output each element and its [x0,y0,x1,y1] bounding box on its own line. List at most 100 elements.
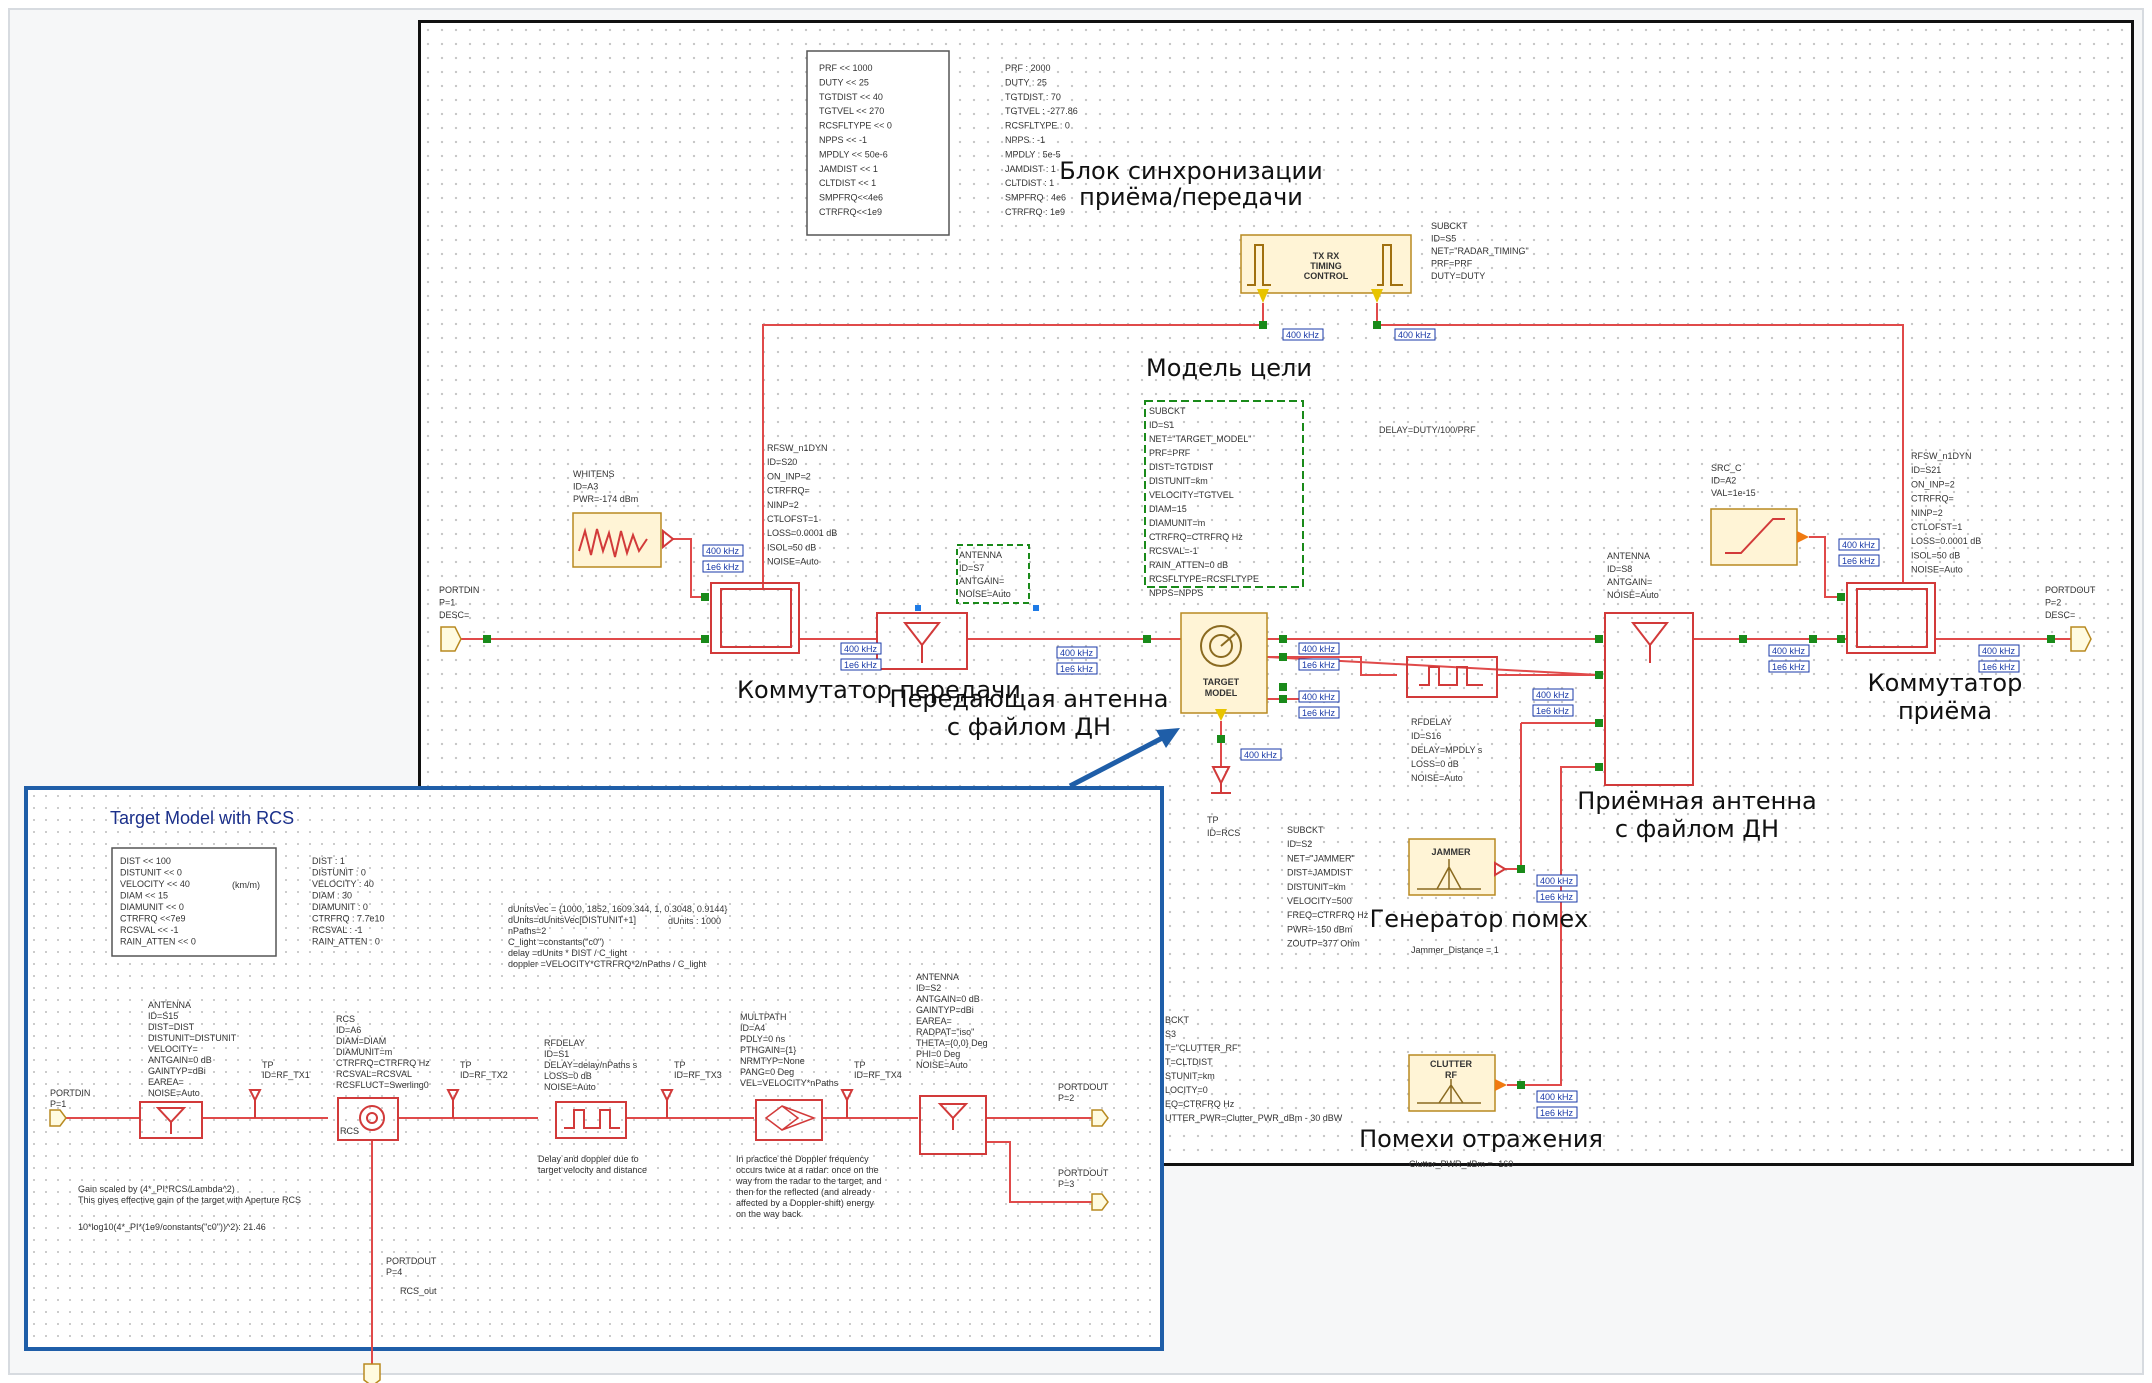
delay-equation: DELAY=DUTY/100/PRF [1379,425,1476,435]
tx-switch-label: Коммутатор передачи [737,676,1021,704]
target-subckt-param: DIAM=15 [1149,504,1187,514]
rcs-target-inner [366,1112,378,1124]
sub-portdout3-port[interactable] [1091,1193,1109,1211]
freq-tag-box [1532,688,1574,701]
sub-tp1-param: ID=RF_TX1 [262,1070,310,1080]
target-tags-b-fs: 400 kHz [1298,690,1340,703]
sub-portdin-port[interactable] [49,1109,67,1127]
rf-delay-param: NOISE=Auto [1411,773,1463,783]
timing-block-text: CONTROL [1304,271,1349,281]
jammer-block[interactable] [1408,838,1496,896]
wire-node [1279,653,1287,661]
tx-switch-block[interactable] [710,582,800,654]
pulse-icon [1247,244,1403,286]
target-model-block[interactable] [1180,612,1268,714]
sub-portdout3-param: PORTDOUT [1058,1168,1109,1178]
tx-ant-tags-fs: 400 kHz [1056,646,1098,659]
const-source-block[interactable] [1710,508,1798,566]
rx-antenna-icon [1630,622,1670,647]
rfsw-rx-param: ISOL=50 dB [1911,550,1960,560]
freq-tag-text: 1e6 kHz [1302,708,1336,718]
rf-delay-block[interactable] [1406,656,1498,698]
whitens-param: WHITENS [573,469,615,479]
sub-param-eval: RCSVAL : -1 [312,925,363,935]
rfsw-tx-param: CTLOFST=1 [767,514,818,524]
sub-antenna2-param: NOISE=Auto [916,1060,968,1070]
sub-antenna1-param: ID=S15 [148,1011,178,1021]
wire-node [1809,635,1817,643]
clutter-block[interactable] [1408,1054,1496,1112]
jammer-subckt-param: NET="JAMMER" [1287,853,1355,863]
src-tags-fs: 400 kHz [1838,538,1880,551]
sub-antenna1-block[interactable] [139,1101,203,1139]
sub-tp4-icon [840,1089,854,1118]
wire-node [1739,635,1747,643]
clutter-subckt-param: LOCITY=0 [1165,1085,1208,1095]
sub-param-eval: DIAM : 30 [312,891,352,901]
clutter-subckt-param: T=CLTDIST [1165,1057,1213,1067]
freq-tag-text: 400 kHz [1772,646,1806,656]
freq-tag-text: 400 kHz [1244,750,1278,760]
sub-multipath-param: VEL=VELOCITY*nPaths [740,1078,839,1088]
global-param: JAMDIST << 1 [819,164,878,174]
sub-rcs-block[interactable] [337,1097,399,1141]
portdin-port[interactable] [440,626,462,652]
doppler-note: way from the radar to the target, and [735,1176,882,1186]
rx-antenna-param: ANTENNA [1607,551,1650,561]
rx-ant-tags-fs: 400 kHz [1768,644,1810,657]
timing-block-text: TX RX [1313,251,1340,261]
sub-multipath-block[interactable] [755,1099,823,1141]
rx-antenna-label: Приёмная антенна [1577,787,1816,815]
sub-param-eval: DIST : 1 [312,856,345,866]
global-param: DUTY << 25 [819,77,869,87]
global-param-eval: SMPFRQ : 4e6 [1005,193,1066,203]
selection-handle [1033,605,1039,611]
sub-antenna1-icon [155,1107,187,1124]
rx-antenna-block[interactable] [1604,612,1694,786]
freq-tag-text: 400 kHz [1398,330,1432,340]
sub-multipath-param: ID=A4 [740,1023,765,1033]
sub-antenna2-block[interactable] [919,1095,987,1155]
white-noise-block[interactable] [572,512,662,568]
freq-tag-text: 1e6 kHz [706,562,740,572]
clutter-subckt-param: STUNIT=km [1165,1071,1215,1081]
tx-antenna-param: ANTENNA [959,550,1002,560]
sub-param: DIAMUNIT << 0 [120,902,184,912]
sub-rfdelay-block[interactable] [555,1101,627,1139]
jammer-block-text: JAMMER [1431,847,1471,857]
global-param-eval: MPDLY : 5e-5 [1005,149,1061,159]
sub-tp2-param: ID=RF_TX2 [460,1070,508,1080]
src-param: VAL=1e-15 [1711,488,1756,498]
sub-tp3-param: TP [674,1060,686,1070]
sub-param: DISTUNIT << 0 [120,868,182,878]
tx-antenna-param: ANTGAIN= [959,576,1004,586]
target-subckt-param: DIAMUNIT=m [1149,518,1205,528]
wire-node [1517,1081,1525,1089]
delay-icon [1419,666,1483,686]
sub-params-box[interactable] [111,847,277,957]
sub-rcs-param: ID=A6 [336,1025,361,1035]
freq-tag-box [1298,706,1340,719]
freq-tag-box [1768,644,1810,657]
portdout-port[interactable] [2070,626,2092,652]
tx-antenna-block[interactable] [876,612,968,670]
sub-rcs-param: DIAM=DIAM [336,1036,386,1046]
sub-portdout2-port[interactable] [1091,1109,1109,1127]
delay-note: target velocity and distance [538,1165,647,1175]
freq-tag-box [1298,658,1340,671]
src-out-port [1797,531,1809,543]
target-subckt-param: DIST=TGTDIST [1149,462,1214,472]
portdout-param: DESC= [2045,610,2075,620]
rx-switch-block[interactable] [1846,582,1936,654]
freq-tag-text: 1e6 kHz [1540,1108,1574,1118]
sub-tp4-param: TP [854,1060,866,1070]
main-blocks [440,50,2092,1112]
clutter-subckt-param: UTTER_PWR=Clutter_PWR_dBm - 30 dBW [1165,1113,1343,1123]
sub-param-eval: DISTUNIT : 0 [312,868,366,878]
sub-antenna1-param: DISTUNIT=DISTUNIT [148,1033,237,1043]
global-params-box[interactable] [806,50,950,236]
sub-portdout2-param: P=2 [1058,1093,1074,1103]
sub-portdout4-port[interactable] [363,1363,381,1383]
